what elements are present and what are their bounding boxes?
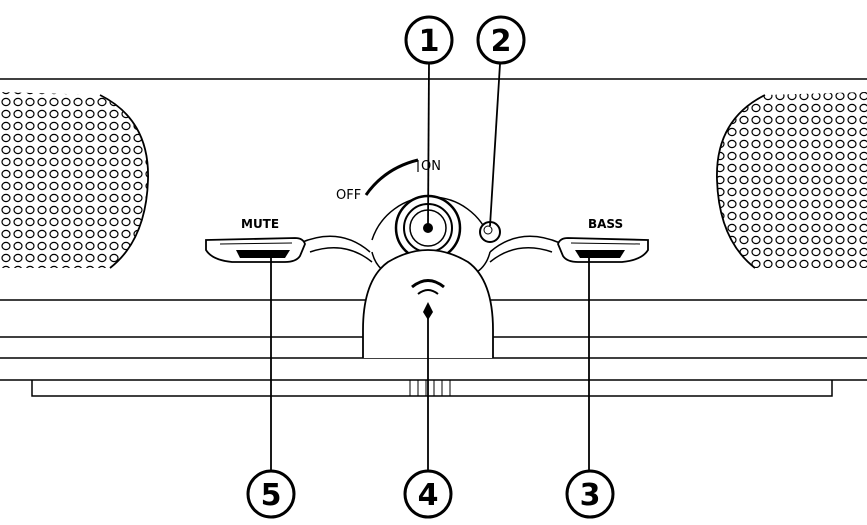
callout-1: 1 (404, 15, 454, 65)
callout-5-number: 5 (261, 478, 282, 513)
left-speaker-grille (0, 92, 149, 269)
on-label: ON (421, 159, 441, 174)
callout-4: 4 (403, 469, 453, 519)
off-label: OFF (336, 188, 361, 203)
leader-lines (270, 63, 590, 471)
headphone-jack[interactable] (423, 302, 433, 320)
callout-3: 3 (565, 469, 615, 519)
power-arc: ON OFF (336, 158, 441, 203)
volume-power-knob[interactable] (394, 194, 462, 262)
callout-1-number: 1 (419, 24, 440, 59)
callout-2-number: 2 (491, 24, 512, 59)
headphone-icon (411, 279, 445, 289)
base-vent (409, 380, 451, 396)
bass-button[interactable]: BASS (557, 217, 649, 263)
callout-5: 5 (246, 469, 296, 519)
callout-2: 2 (476, 15, 526, 65)
callout-3-number: 3 (580, 478, 601, 513)
mute-button[interactable]: MUTE (205, 217, 306, 263)
bass-label: BASS (588, 217, 623, 231)
callout-4-number: 4 (418, 478, 439, 513)
mute-label: MUTE (241, 217, 279, 231)
right-speaker-grille (716, 92, 867, 269)
